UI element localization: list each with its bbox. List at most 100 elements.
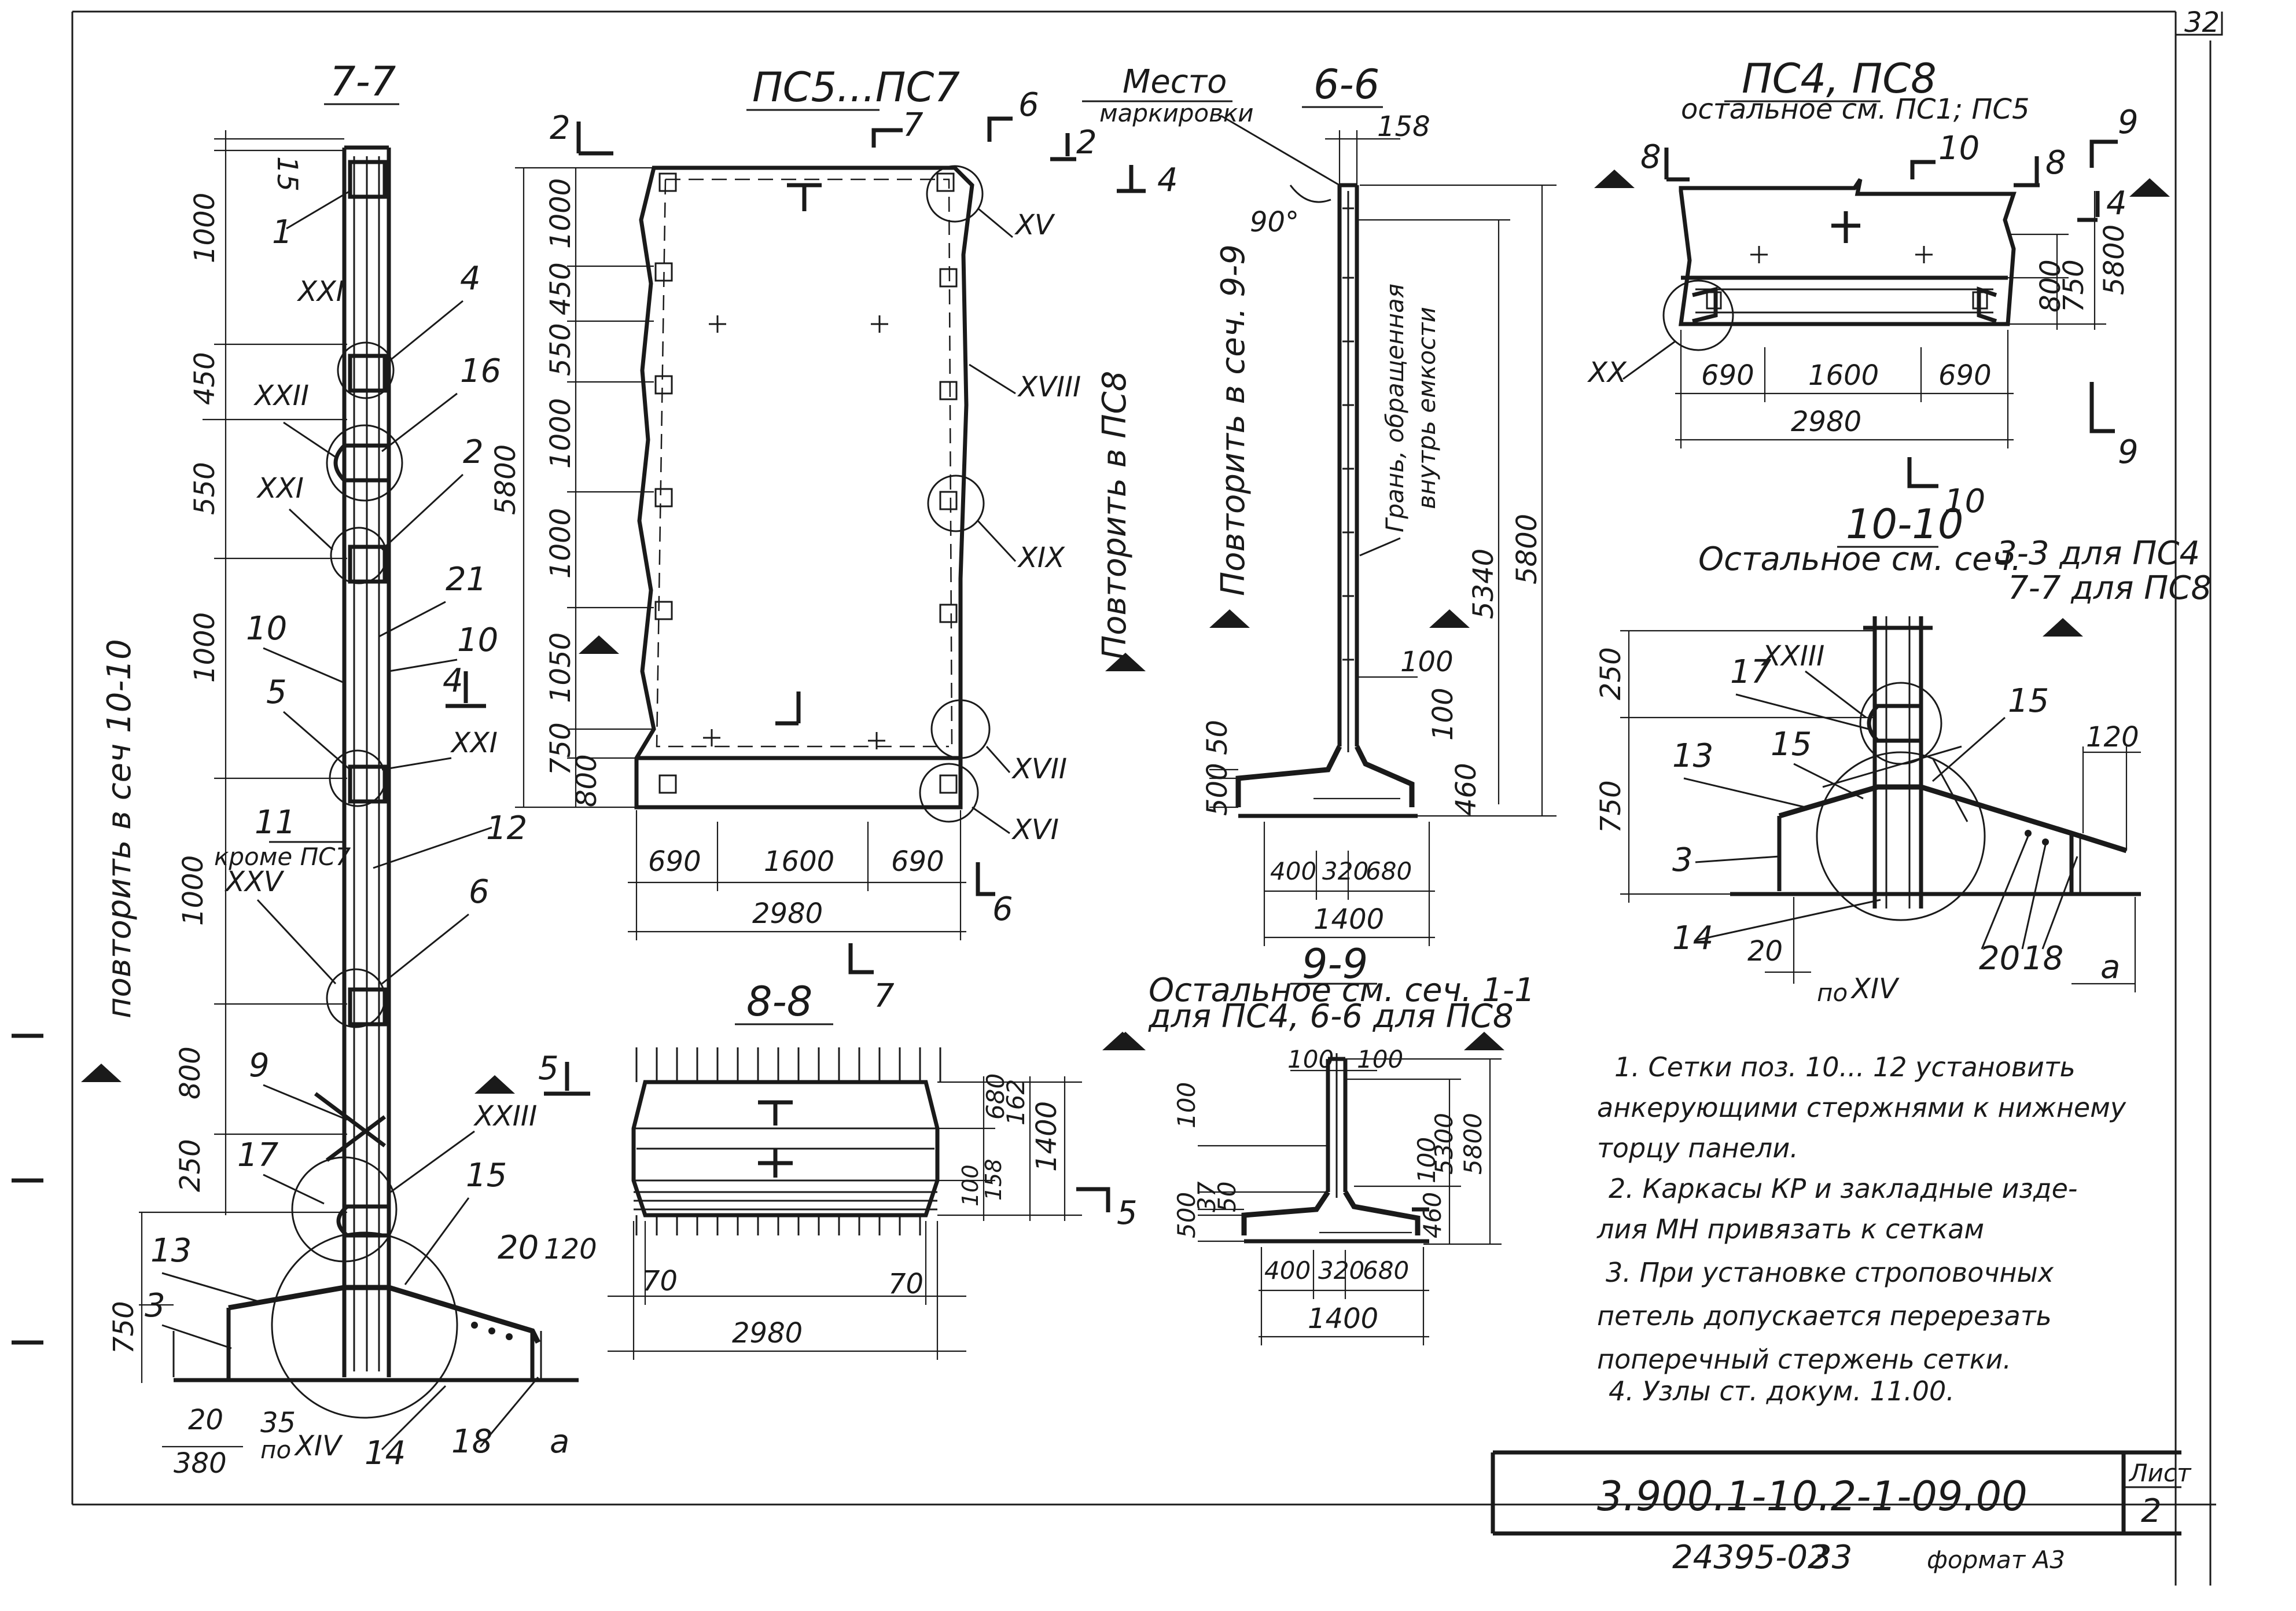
svg-text:250: 250 bbox=[174, 1139, 207, 1192]
svg-text:320: 320 bbox=[1318, 1256, 1364, 1285]
general-notes: 1. Сетки поз. 10... 12 установить анкеру… bbox=[1596, 1051, 2126, 1407]
svg-text:320: 320 bbox=[1322, 857, 1368, 885]
svg-text:XX: XX bbox=[1587, 356, 1627, 389]
svg-text:13: 13 bbox=[1672, 737, 1713, 775]
svg-text:1050: 1050 bbox=[544, 632, 577, 703]
svg-text:450: 450 bbox=[189, 352, 221, 405]
svg-text:5: 5 bbox=[538, 1050, 559, 1087]
svg-text:800: 800 bbox=[2034, 259, 2067, 312]
svg-text:500: 500 bbox=[1172, 1192, 1201, 1238]
note-line-6: 3. При установке строповочных bbox=[1606, 1257, 2054, 1288]
section-8-8: 8-8 bbox=[608, 978, 1146, 1360]
svg-text:20: 20 bbox=[1979, 940, 2020, 977]
svg-text:750: 750 bbox=[1595, 780, 1627, 833]
svg-text:1000: 1000 bbox=[177, 855, 209, 926]
svg-text:750: 750 bbox=[108, 1301, 140, 1354]
svg-text:6: 6 bbox=[1018, 86, 1039, 124]
svg-text:800: 800 bbox=[174, 1046, 207, 1099]
note-line-9: 4. Узлы ст. докум. 11.00. bbox=[1609, 1375, 1955, 1407]
svg-text:15: 15 bbox=[1771, 726, 1812, 763]
svg-text:5: 5 bbox=[266, 674, 287, 711]
svg-text:100: 100 bbox=[1287, 1045, 1334, 1073]
svg-text:5340: 5340 bbox=[1467, 549, 1500, 619]
section-10-10: 10-10 Остальное см. сеч. 3-3 для ПС4 7-7… bbox=[1595, 501, 2212, 1007]
svg-text:5800: 5800 bbox=[1511, 514, 1543, 584]
inventory-number: 24395-02 bbox=[1672, 1539, 1828, 1576]
svg-text:2980: 2980 bbox=[732, 1317, 803, 1349]
note-line-7: петель допускается перерезать bbox=[1597, 1300, 2052, 1332]
svg-text:2980: 2980 bbox=[1791, 406, 1861, 438]
svg-text:20: 20 bbox=[498, 1229, 539, 1267]
svg-text:кроме ПС7: кроме ПС7 bbox=[214, 843, 351, 871]
svg-text:100: 100 bbox=[1400, 646, 1454, 678]
svg-text:380: 380 bbox=[174, 1447, 227, 1480]
svg-text:100: 100 bbox=[1412, 1137, 1441, 1183]
svg-text:16: 16 bbox=[460, 352, 501, 390]
svg-text:1: 1 bbox=[272, 214, 293, 251]
svg-text:11: 11 bbox=[255, 804, 296, 841]
svg-text:Грань, обращенная: Грань, обращенная bbox=[1381, 284, 1409, 532]
svg-text:15: 15 bbox=[2008, 682, 2049, 720]
doc-code: 3.900.1-10.2-1-09.00 bbox=[1597, 1473, 2028, 1520]
svg-text:1000: 1000 bbox=[189, 193, 221, 263]
note-line-8: поперечный стержень сетки. bbox=[1597, 1344, 2011, 1375]
svg-text:Остальное см. сеч.: Остальное см. сеч. bbox=[1698, 540, 2022, 578]
svg-text:3-3 для ПС4: 3-3 для ПС4 bbox=[1996, 535, 2200, 572]
svg-text:120: 120 bbox=[2086, 721, 2139, 753]
note-line-2: анкерующими стержнями к нижнему bbox=[1597, 1092, 2126, 1123]
svg-text:100: 100 bbox=[1427, 687, 1459, 741]
svg-text:70: 70 bbox=[642, 1265, 678, 1297]
svg-text:450: 450 bbox=[544, 262, 577, 315]
side-note-7-7: повторить в сеч 10-10 bbox=[101, 639, 138, 1018]
svg-text:680: 680 bbox=[1363, 1256, 1409, 1285]
svg-text:XVIII: XVIII bbox=[1017, 371, 1081, 403]
svg-text:XIX: XIX bbox=[1017, 542, 1065, 574]
svg-text:1000: 1000 bbox=[544, 178, 577, 249]
svg-text:6: 6 bbox=[992, 891, 1013, 928]
svg-text:14: 14 bbox=[365, 1435, 406, 1472]
panel-ps5-ps7: ПС5...ПС7 bbox=[490, 64, 1146, 1015]
svg-text:1600: 1600 bbox=[1808, 359, 1879, 392]
svg-text:XV: XV bbox=[1014, 209, 1055, 241]
svg-text:9: 9 bbox=[2118, 104, 2139, 141]
svg-text:5800: 5800 bbox=[490, 444, 522, 515]
svg-text:100: 100 bbox=[958, 1164, 983, 1207]
format-label: формат А3 bbox=[1927, 1546, 2065, 1574]
svg-text:XXV: XXV bbox=[224, 866, 285, 898]
svg-text:100: 100 bbox=[1172, 1082, 1201, 1128]
svg-text:550: 550 bbox=[189, 462, 221, 515]
svg-text:2: 2 bbox=[1076, 124, 1097, 161]
svg-text:690: 690 bbox=[1701, 359, 1754, 392]
svg-text:35: 35 bbox=[260, 1407, 296, 1439]
svg-text:XXI: XXI bbox=[450, 727, 498, 759]
svg-text:17: 17 bbox=[237, 1136, 279, 1174]
svg-text:120: 120 bbox=[544, 1233, 597, 1266]
svg-text:внутрь емкости: внутрь емкости bbox=[1412, 307, 1441, 509]
svg-text:8: 8 bbox=[1640, 138, 1661, 176]
section-9-9: 9-9 Остальное см. сеч. 1-1 для ПС4, 6-6 … bbox=[1102, 940, 1535, 1345]
svg-text:250: 250 bbox=[1595, 647, 1627, 700]
svg-text:20: 20 bbox=[188, 1404, 223, 1436]
svg-text:1600: 1600 bbox=[764, 845, 834, 878]
svg-text:10: 10 bbox=[1938, 130, 1979, 167]
section-6-6: 6-6 Место маркировки 90° 158 Повторить в… bbox=[1082, 61, 1557, 946]
svg-text:18: 18 bbox=[2022, 940, 2063, 977]
svg-text:21: 21 bbox=[446, 561, 487, 598]
svg-text:750: 750 bbox=[544, 722, 577, 775]
svg-text:8: 8 bbox=[2045, 144, 2066, 182]
svg-text:3: 3 bbox=[1672, 841, 1693, 879]
page-number: 33 bbox=[1811, 1539, 1852, 1576]
svg-text:a: a bbox=[550, 1423, 569, 1461]
side-note-9-9: Повторить в сеч. 9-9 bbox=[1215, 244, 1252, 596]
svg-text:Остальное см. сеч. 1-1: Остальное см. сеч. 1-1 bbox=[1149, 972, 1535, 1009]
section-6-6-title: 6-6 bbox=[1313, 61, 1379, 108]
svg-text:1000: 1000 bbox=[544, 398, 577, 469]
svg-text:4: 4 bbox=[2106, 185, 2127, 222]
svg-text:XVI: XVI bbox=[1011, 814, 1059, 846]
sheet-frame: 32 bbox=[12, 6, 2223, 1586]
note-line-4: 2. Каркасы КР и закладные изде- bbox=[1609, 1173, 2078, 1204]
svg-text:162: 162 bbox=[1002, 1079, 1030, 1126]
note-line-3: торцу панели. bbox=[1597, 1132, 1798, 1164]
svg-text:для ПС4, 6-6 для ПС8: для ПС4, 6-6 для ПС8 bbox=[1148, 998, 1514, 1035]
